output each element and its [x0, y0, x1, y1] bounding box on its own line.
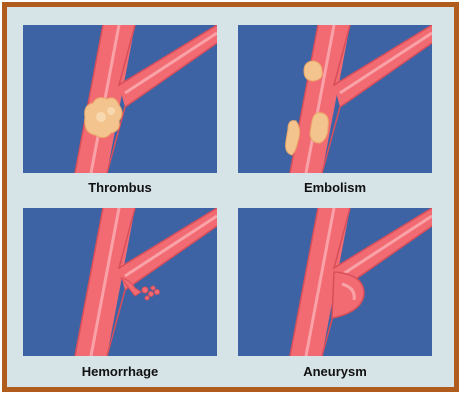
thrombus-illustration-icon: [23, 25, 217, 173]
aneurysm-illustration-icon: [238, 208, 432, 356]
hemorrhage-caption: Hemorrhage: [23, 364, 217, 379]
aneurysm-caption: Aneurysm: [238, 364, 432, 379]
hemorrhage-illustration-icon: [23, 208, 217, 356]
embolism-illustration-icon: [238, 25, 432, 173]
embolism-caption: Embolism: [238, 180, 432, 195]
thrombus-caption: Thrombus: [23, 180, 217, 195]
aneurysm-panel: [238, 208, 432, 356]
thrombus-panel: [23, 25, 217, 173]
embolism-panel: [238, 25, 432, 173]
hemorrhage-panel: [23, 208, 217, 356]
